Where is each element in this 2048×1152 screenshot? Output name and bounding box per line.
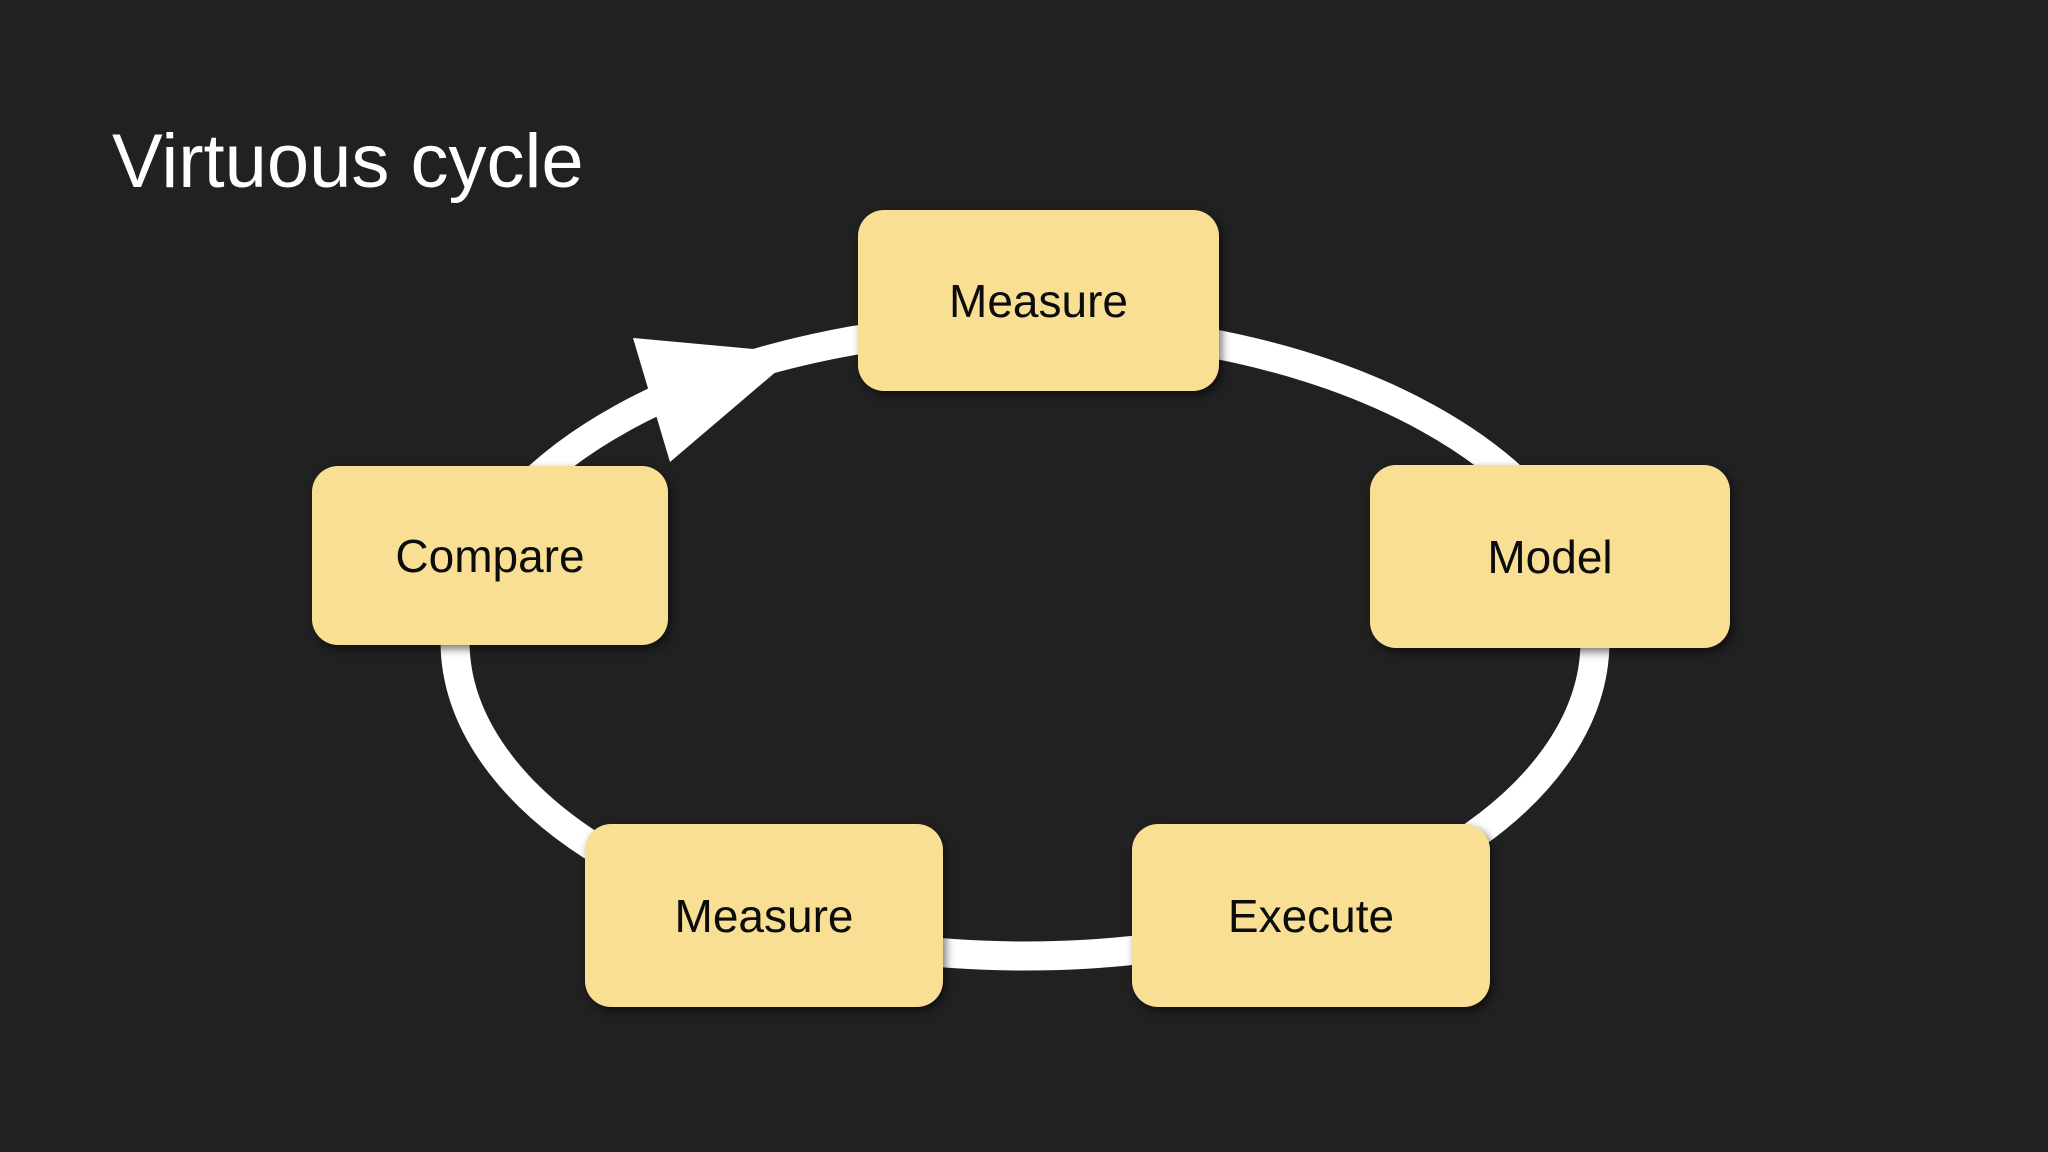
cycle-node-label: Compare — [395, 529, 585, 582]
cycle-arrowhead-icon — [633, 338, 798, 462]
cycle-node-label: Model — [1487, 530, 1613, 583]
cycle-node-model: Model — [1370, 465, 1730, 648]
slide-title: Virtuous cycle — [112, 119, 584, 204]
cycle-node-label: Execute — [1227, 889, 1395, 942]
cycle-node-label: Measure — [674, 889, 854, 942]
cycle-node-measure-bottom: Measure — [585, 824, 943, 1007]
cycle-node-compare: Compare — [312, 466, 668, 645]
cycle-node-measure-top: Measure — [858, 210, 1219, 391]
cycle-node-execute: Execute — [1132, 824, 1490, 1007]
cycle-node-label: Measure — [949, 274, 1128, 327]
